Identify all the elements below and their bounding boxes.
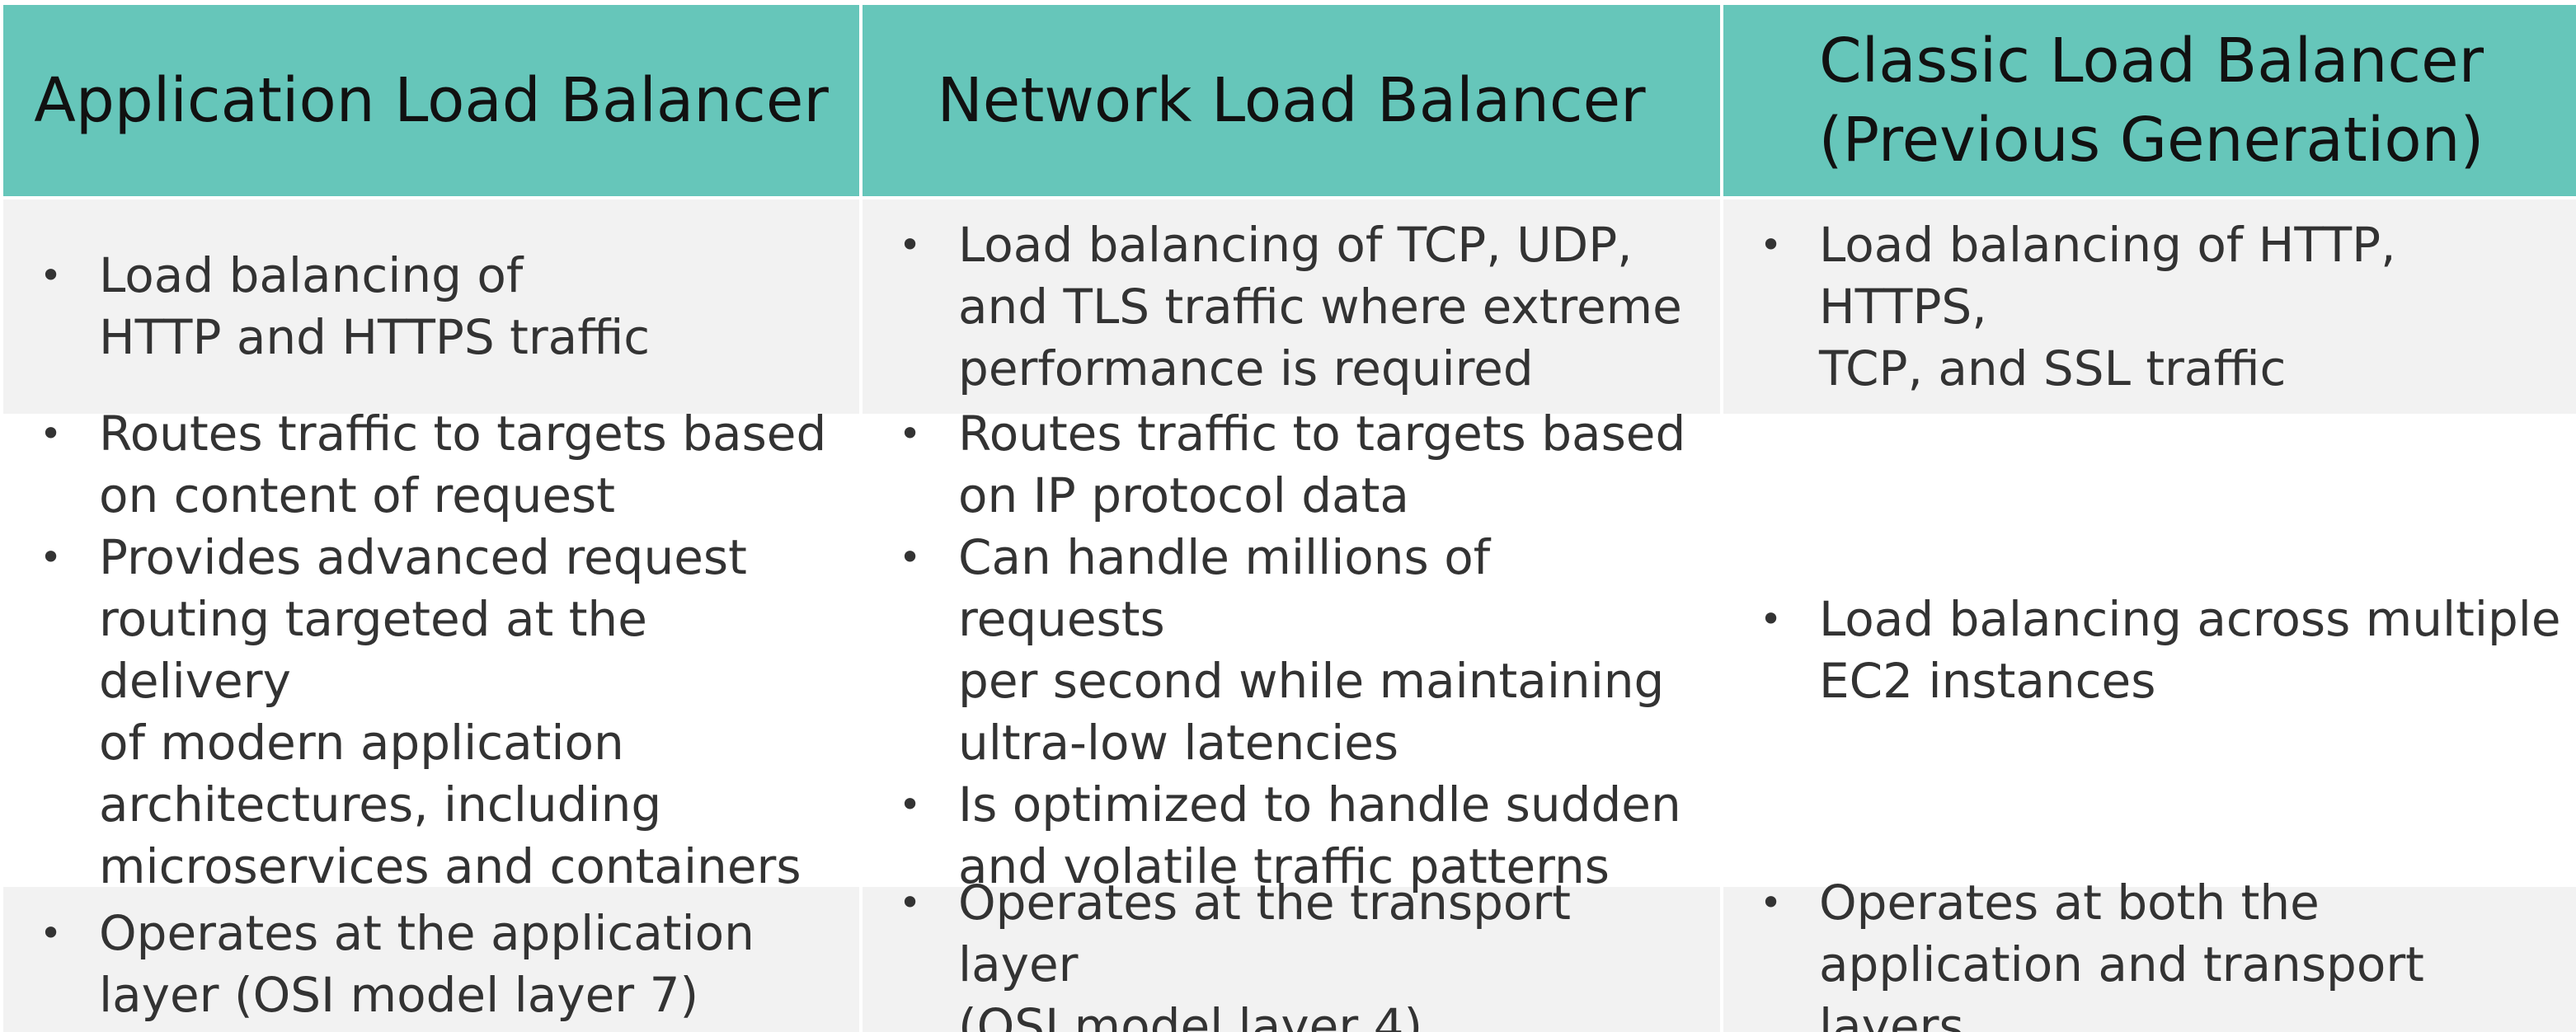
bullet-list: Operates at the transport layer (OSI mod…	[899, 872, 1705, 1032]
bullet-item: Operates at the application layer (OSI m…	[40, 903, 844, 1026]
cell-clb-layer: Operates at both the application and tra…	[1723, 872, 2576, 1032]
bullet-item: Routes traffic to targets based on IP pr…	[899, 403, 1705, 527]
bullet-item: Load balancing across multiple EC2 insta…	[1760, 589, 2564, 712]
bullet-item: Load balancing of HTTP, HTTPS, TCP, and …	[1760, 214, 2564, 400]
bullet-item: Load balancing of HTTP and HTTPS traffic	[40, 245, 844, 368]
cell-clb-traffic: Load balancing of HTTP, HTTPS, TCP, and …	[1723, 199, 2576, 414]
cell-nlb-traffic: Load balancing of TCP, UDP, and TLS traf…	[863, 199, 1720, 414]
bullet-item: Operates at the transport layer (OSI mod…	[899, 872, 1705, 1032]
bullet-item: Provides advanced request routing target…	[40, 527, 844, 898]
bullet-list: Load balancing of TCP, UDP, and TLS traf…	[899, 214, 1705, 400]
bullet-item: Can handle millions of requests per seco…	[899, 527, 1705, 774]
bullet-list: Routes traffic to targets based on conte…	[40, 403, 844, 898]
cell-clb-routing: Load balancing across multiple EC2 insta…	[1723, 417, 2576, 884]
header-classic-load-balancer: Classic Load Balancer (Previous Generati…	[1723, 5, 2576, 196]
bullet-list: Load balancing across multiple EC2 insta…	[1760, 589, 2564, 712]
bullet-list: Load balancing of HTTP and HTTPS traffic	[40, 245, 844, 368]
bullet-list: Routes traffic to targets based on IP pr…	[899, 403, 1705, 898]
cell-alb-routing: Routes traffic to targets based on conte…	[3, 403, 859, 894]
bullet-item: Operates at both the application and tra…	[1760, 872, 2564, 1032]
header-application-load-balancer: Application Load Balancer	[3, 5, 859, 196]
bullet-item: Routes traffic to targets based on conte…	[40, 403, 844, 527]
header-network-load-balancer: Network Load Balancer	[863, 5, 1720, 196]
cell-nlb-layer: Operates at the transport layer (OSI mod…	[863, 872, 1720, 1032]
bullet-item: Load balancing of TCP, UDP, and TLS traf…	[899, 214, 1705, 400]
cell-nlb-routing: Routes traffic to targets based on IP pr…	[863, 403, 1720, 894]
bullet-list: Load balancing of HTTP, HTTPS, TCP, and …	[1760, 214, 2564, 400]
cell-alb-layer: Operates at the application layer (OSI m…	[3, 887, 859, 1032]
comparison-table: Application Load Balancer Network Load B…	[3, 5, 2576, 1032]
bullet-list: Operates at the application layer (OSI m…	[40, 903, 844, 1026]
cell-alb-traffic: Load balancing of HTTP and HTTPS traffic	[3, 199, 859, 414]
bullet-list: Operates at both the application and tra…	[1760, 872, 2564, 1032]
